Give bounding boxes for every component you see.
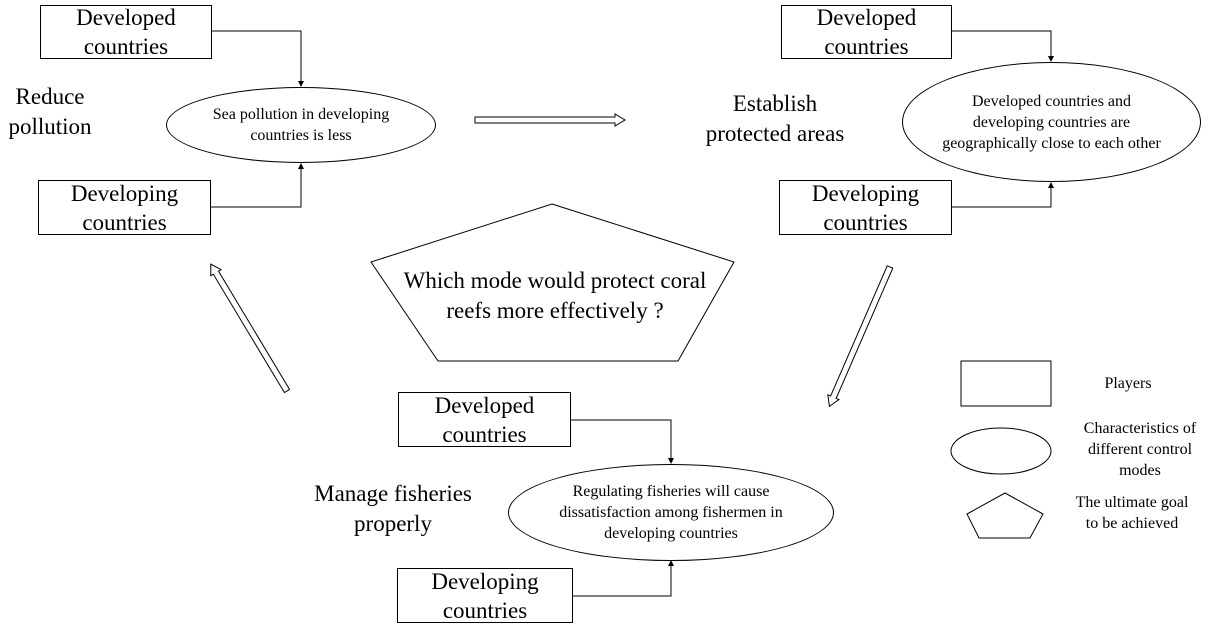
player-box-developed: Developed countries <box>398 392 571 447</box>
player-label-line: Developing <box>431 568 539 594</box>
legend-players-text: Players <box>1104 375 1152 392</box>
player-label-line: Developed <box>816 5 917 30</box>
mode-label-line: properly <box>354 511 432 536</box>
connector-developing-to-characteristic <box>211 169 302 208</box>
mode-label-line: Reduce <box>15 84 85 109</box>
player-label-line: Developed <box>434 392 535 418</box>
mode-label-line: Establish <box>732 91 818 116</box>
player-label-line: Developing <box>70 180 179 206</box>
legend-line: to be achieved <box>1085 515 1179 532</box>
connector-developed-to-characteristic <box>951 30 1052 56</box>
mode-label-reduce-pollution: Reduce pollution <box>0 82 100 142</box>
player-box-developed: Developed countries <box>40 5 212 59</box>
player-label-line: countries <box>442 421 527 447</box>
goal-question-line: reefs more effectively ? <box>446 298 664 323</box>
mode-label-line: pollution <box>8 114 92 139</box>
player-box-developing: Developing countries <box>779 180 952 235</box>
goal-pentagon <box>370 203 735 362</box>
legend-line: Characteristics of <box>1083 420 1197 437</box>
legend-line: different control <box>1087 441 1193 458</box>
legend-line: modes <box>1119 462 1161 479</box>
legend-line: The ultimate goal <box>1075 494 1189 511</box>
player-label-line: countries <box>82 209 167 235</box>
legend-players-label: Players <box>1078 373 1178 394</box>
arrowhead-icon <box>1048 182 1054 188</box>
player-label-line: countries <box>83 34 169 59</box>
mode-label-establish-protected-areas: Establish protected areas <box>690 89 860 149</box>
characteristic-ellipse: Regulating fisheries will cause dissatis… <box>508 464 834 561</box>
arrowhead-icon <box>298 163 304 169</box>
connector-developed-to-characteristic <box>570 419 672 458</box>
mode-transition-arrow-down-left <box>827 265 894 408</box>
connector-developing-to-characteristic <box>573 566 672 597</box>
legend-rectangle-icon <box>960 360 1052 407</box>
arrowhead-icon <box>668 560 674 566</box>
arrowhead-icon <box>298 81 304 87</box>
player-label-line: Developed <box>76 5 176 30</box>
characteristic-text: Regulating fisheries will cause dissatis… <box>559 483 783 542</box>
mode-transition-arrow-right <box>474 113 626 127</box>
legend-pentagon-icon <box>966 492 1044 539</box>
mode-label-line: protected areas <box>705 121 845 146</box>
player-label-line: countries <box>442 597 528 623</box>
player-box-developed: Developed countries <box>781 5 952 59</box>
connector-developing-to-characteristic <box>951 188 1052 208</box>
characteristic-ellipse: Developed countries and developing count… <box>902 62 1201 182</box>
arrowhead-icon <box>668 458 674 464</box>
connector-developed-to-characteristic <box>211 30 302 81</box>
arrowhead-icon <box>1048 56 1054 62</box>
legend-goal-label: The ultimate goal to be achieved <box>1062 492 1202 534</box>
legend-characteristics-label: Characteristics of different control mod… <box>1070 418 1210 481</box>
mode-label-line: Manage fisheries <box>314 481 472 506</box>
mode-transition-arrow-up-left <box>210 263 291 394</box>
goal-question-line: Which mode would protect coral <box>403 268 707 293</box>
player-label-line: Developing <box>811 180 920 206</box>
characteristic-text: Developed countries and developing count… <box>942 92 1161 152</box>
mode-label-manage-fisheries: Manage fisheries properly <box>300 479 486 539</box>
player-label-line: countries <box>823 209 908 235</box>
player-box-developing: Developing countries <box>397 568 573 623</box>
characteristic-ellipse: Sea pollution in developing countries is… <box>166 87 436 163</box>
player-label-line: countries <box>824 34 909 59</box>
goal-question: Which mode would protect coral reefs mor… <box>375 266 735 326</box>
player-box-developing: Developing countries <box>38 180 211 235</box>
characteristic-text: Sea pollution in developing countries is… <box>212 106 390 144</box>
legend-ellipse-icon <box>950 427 1052 475</box>
